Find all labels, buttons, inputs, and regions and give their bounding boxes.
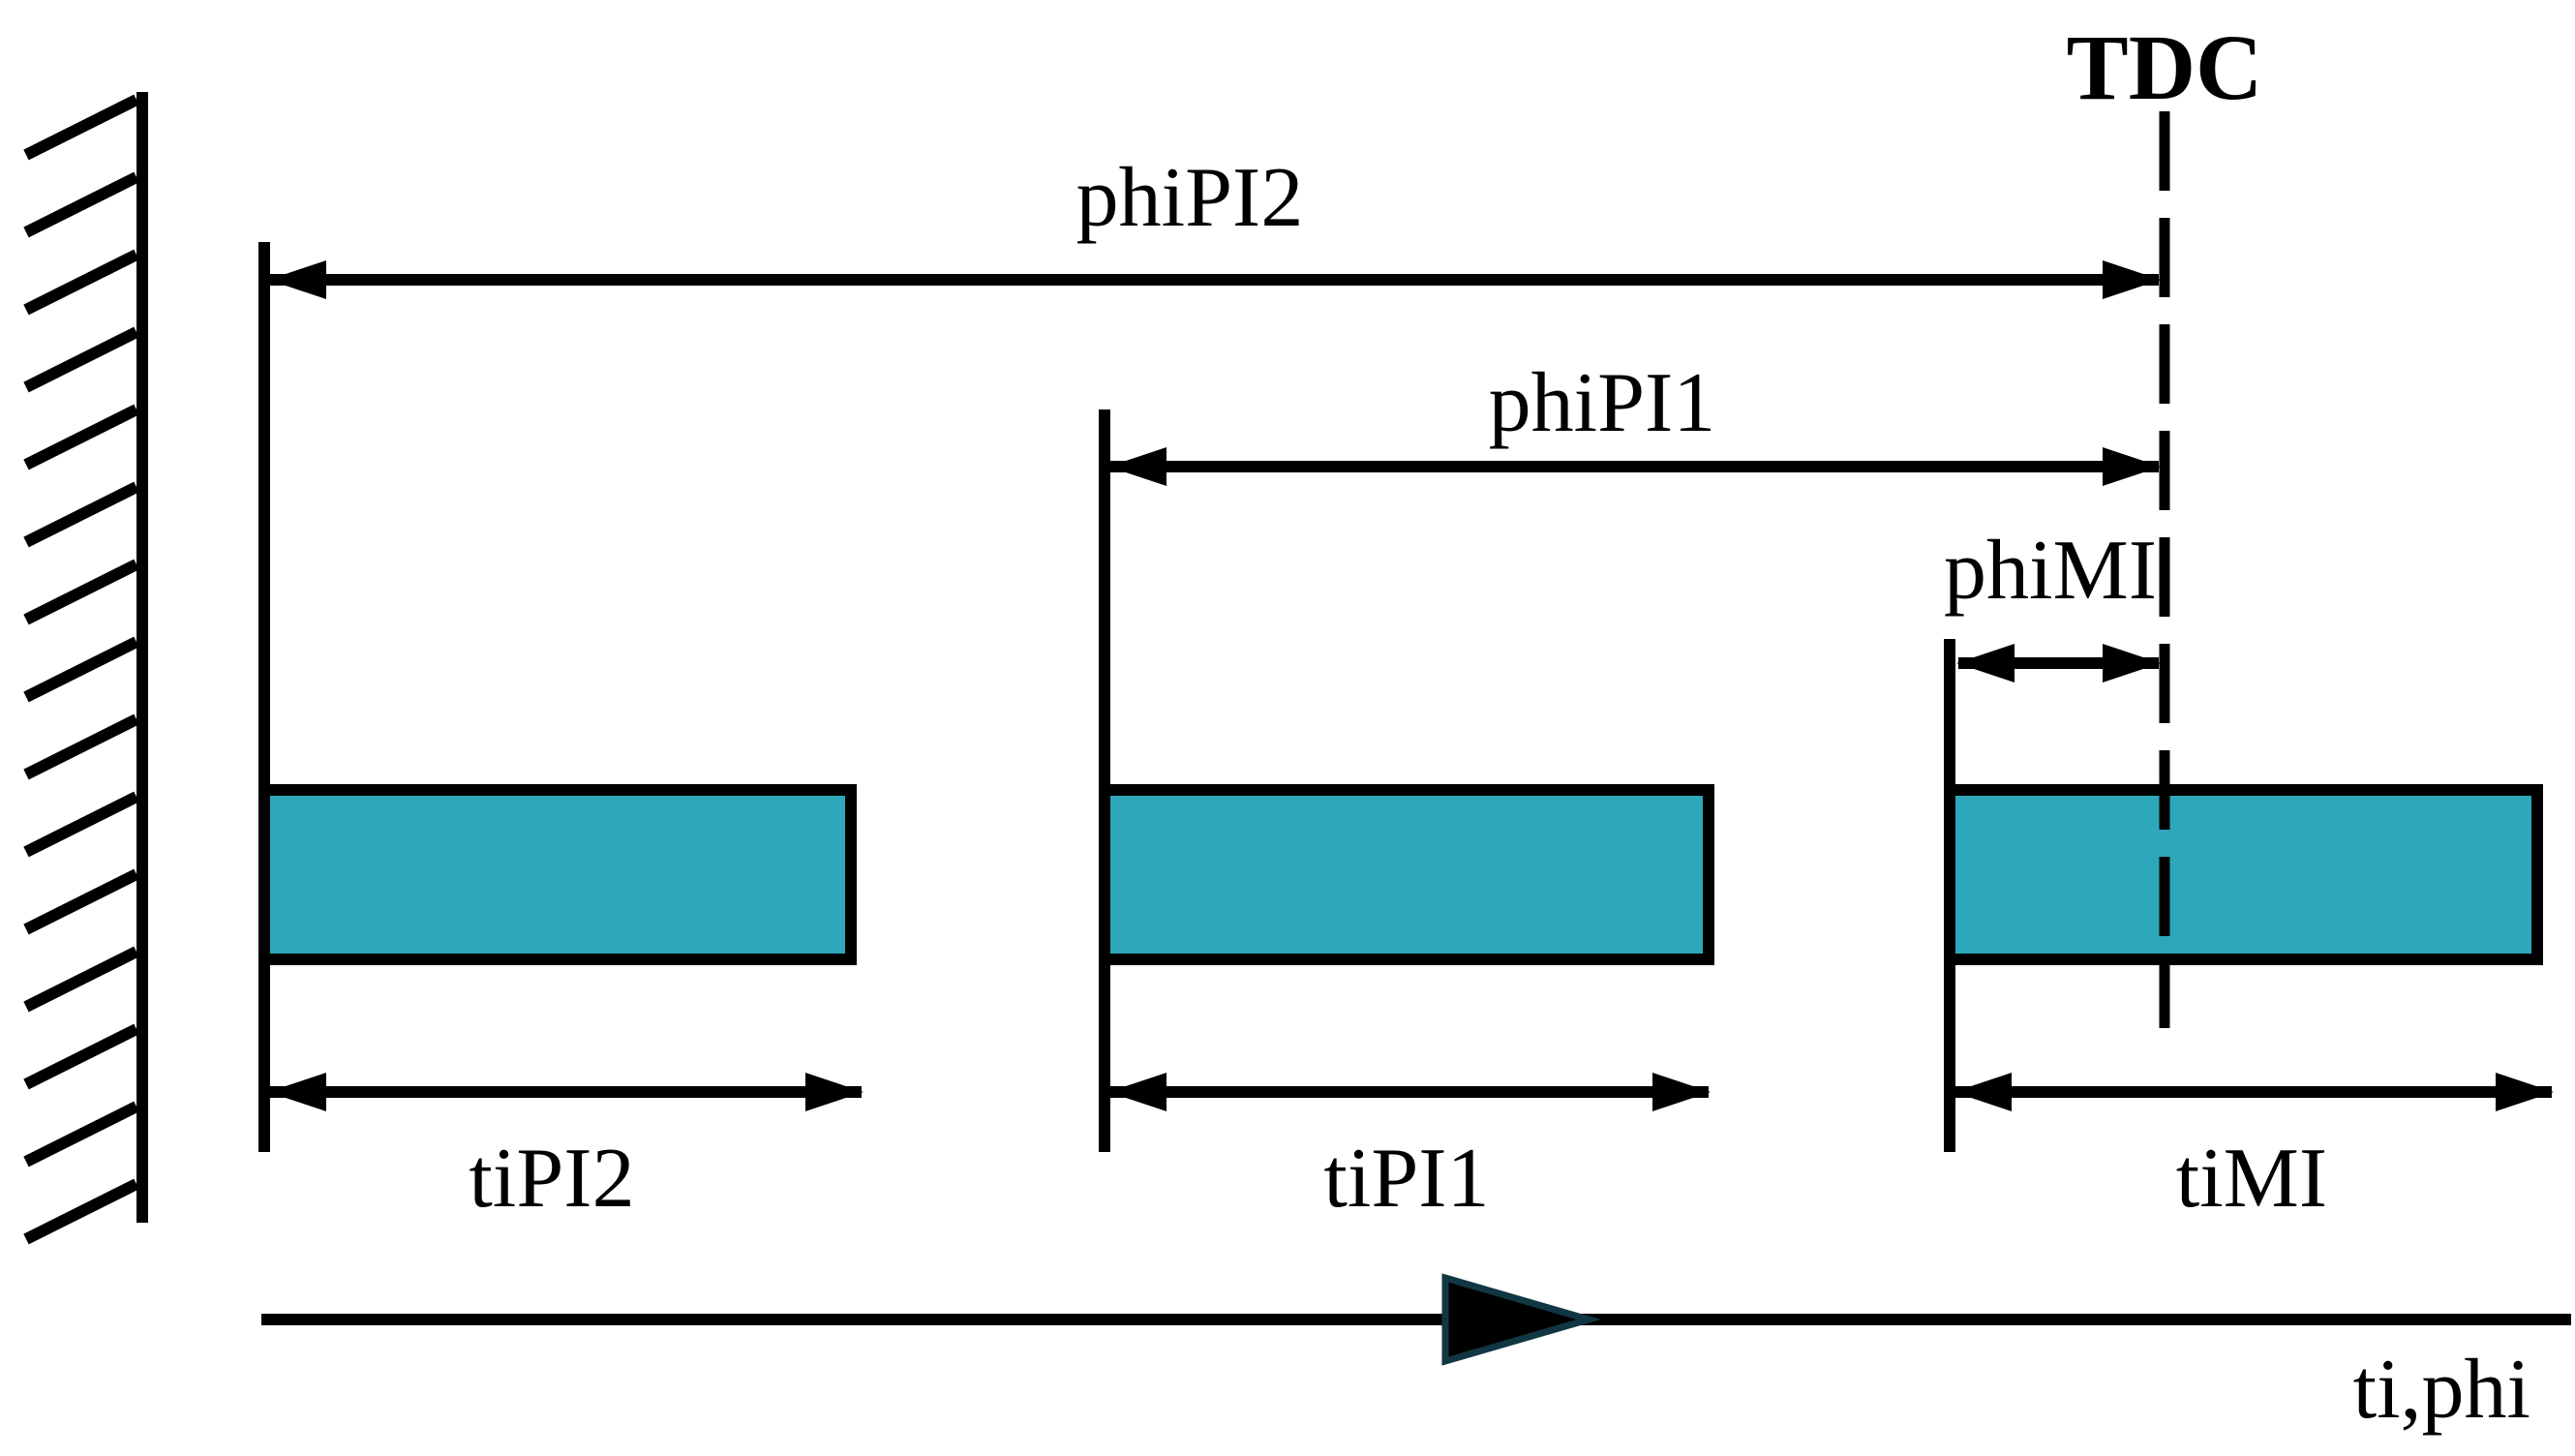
wall-hatching — [23, 94, 139, 1245]
tdc-label: TDC — [2067, 15, 2263, 119]
tiMI-label: tiMI — [2176, 1132, 2327, 1226]
phiPI2-label: phiPI2 — [1076, 151, 1304, 245]
pulse-rect-pi2 — [258, 784, 857, 965]
axis-label: ti,phi — [2353, 1343, 2530, 1437]
tiPI2-label: tiPI2 — [469, 1132, 634, 1226]
pulse-rect-mi — [1944, 784, 2543, 965]
time-axis-arrowhead — [1441, 1273, 1601, 1366]
pulse-rect-pi1 — [1099, 784, 1714, 965]
phiPI1-label: phiPI1 — [1489, 356, 1716, 450]
phiMI-label: phiMI — [1944, 524, 2157, 618]
tiPI1-label: tiPI1 — [1323, 1132, 1489, 1226]
